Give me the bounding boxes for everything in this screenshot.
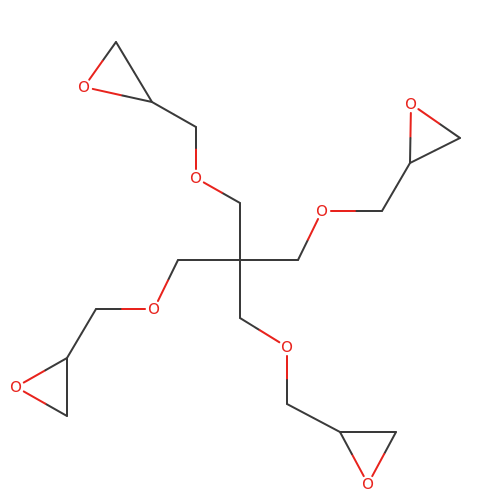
bond-o7-c_c2-start: [22, 369, 47, 384]
bond-c_b3-o3-end: [417, 108, 441, 125]
bond-c_up-o2-end: [202, 181, 223, 194]
oxygen-atom-label: O: [281, 338, 293, 356]
bond-c_a2-c_a3-start: [133, 71, 153, 103]
oxygen-atom-label: O: [78, 78, 90, 96]
bond-c_right-o4-start: [297, 238, 310, 261]
bond-c_left-o5-end: [156, 279, 169, 302]
bond-c_c3-o7-end: [22, 390, 47, 405]
bond-c_down-o6-start: [239, 317, 261, 332]
bond-c_a1-c_a2-start: [173, 113, 197, 128]
bond-c_c1-c_c2-end: [66, 332, 83, 359]
bond-layer: [22, 41, 461, 478]
bond-o1-c_a2-start: [91, 87, 124, 97]
bond-o7-c_c2-end: [44, 357, 68, 372]
atom-label-layer: O O O O O O O O: [10, 78, 417, 493]
bond-c_right-o4-end: [307, 218, 320, 241]
oxygen-atom-label: O: [316, 202, 328, 220]
bond-c_b2-c_b3-start: [409, 149, 436, 164]
oxygen-atom-label: O: [148, 300, 160, 318]
oxygen-atom-label: O: [405, 95, 417, 113]
bond-c_a1-c_a2-end: [151, 101, 175, 116]
bond-o1-c_a2-end: [121, 94, 153, 103]
bond-c_d3-o8-end: [371, 453, 386, 478]
bond-c_b1-c_b2-end: [395, 162, 411, 188]
bond-c_b1-c_b2-start: [381, 186, 397, 212]
bond-o8-c_d2-start: [350, 453, 365, 478]
bond-c_b2-c_b3-end: [434, 137, 461, 152]
bond-c_a3-o1-end: [88, 59, 104, 81]
bond-c_d1-c_d2-start: [286, 403, 315, 419]
oxygen-atom-label: O: [190, 169, 202, 187]
bond-c_up-o2-start: [220, 191, 241, 204]
oxygen-atom-label: O: [10, 378, 22, 396]
bond-c_left-o5-start: [166, 259, 179, 282]
oxygen-atom-label: O: [362, 475, 374, 493]
bond-c_c3-o7-start: [44, 402, 68, 417]
bond-c_b3-o3-start: [438, 122, 461, 139]
bond-c_down-o6-end: [258, 329, 281, 344]
bond-c_a3-o1-start: [101, 41, 117, 62]
bond-c_d3-o8-start: [383, 431, 397, 456]
bond-c_c1-c_c2-start: [80, 308, 97, 335]
bond-c_d1-c_d2-end: [312, 417, 341, 433]
bond-c_a2-c_a3-end: [115, 41, 135, 73]
bond-o8-c_d2-end: [339, 431, 353, 456]
